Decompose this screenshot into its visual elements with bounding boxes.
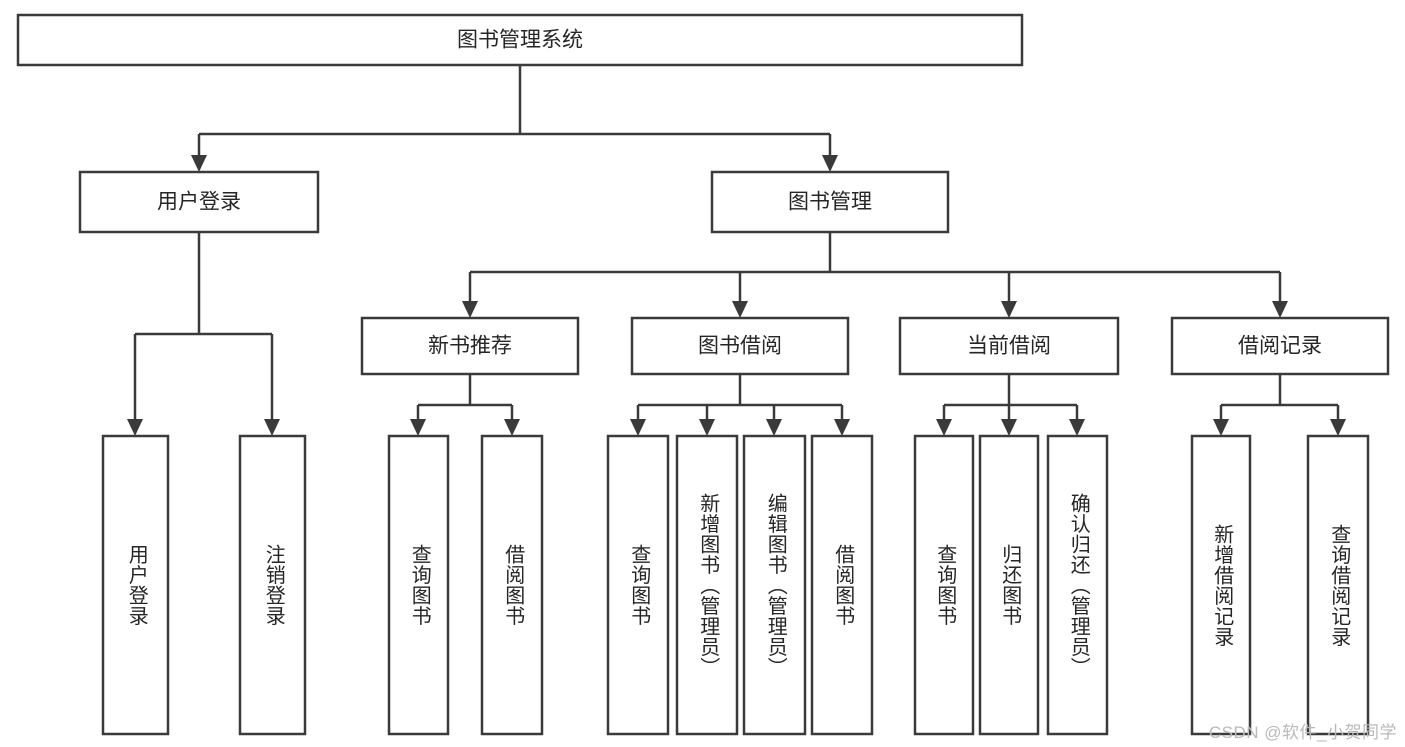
node-new-book-recommend-rect: [360, 316, 580, 376]
node-leaf-borrow-book-2[interactable]: 借阅图书: [810, 434, 874, 736]
group-3-drop-1-arrowhead: [1330, 419, 1346, 436]
node-user-login[interactable]: 用户登录: [78, 170, 320, 234]
connector-layer: [127, 65, 1346, 436]
node-leaf-edit-book-label-holder: 编辑图书（管理员）: [764, 492, 787, 678]
node-leaf-borrow-book-1-label: 借阅图书: [501, 544, 524, 626]
node-leaf-borrow-book-2-label: 借阅图书: [831, 544, 854, 626]
group-3-drop-0-arrowhead: [1213, 419, 1229, 436]
node-leaf-query-book-1-label-holder: 查询图书: [408, 544, 431, 626]
node-leaf-user-login-rect: [101, 434, 170, 736]
group-0-drop-0-arrowhead: [410, 419, 426, 436]
login-drop-1-arrowhead: [264, 419, 280, 436]
node-leaf-query-record-label: 查询借阅记录: [1327, 523, 1350, 647]
node-leaf-confirm-return[interactable]: 确认归还（管理员）: [1046, 434, 1109, 736]
node-leaf-user-logout-label-holder: 注销登录: [262, 544, 285, 626]
node-borrow-record[interactable]: 借阅记录: [1170, 316, 1390, 376]
node-leaf-return-book-rect: [978, 434, 1040, 736]
root-drop-1-arrowhead: [822, 155, 838, 172]
node-user-login-rect: [78, 170, 320, 234]
node-leaf-edit-book-label: 编辑图书（管理员）: [764, 492, 787, 678]
node-leaf-borrow-book-1-rect: [480, 434, 544, 736]
group-1-drop-3-arrowhead: [834, 419, 850, 436]
node-current-borrow-rect: [898, 316, 1120, 376]
node-leaf-query-record-rect: [1306, 434, 1370, 736]
root-drop-0-arrowhead: [191, 155, 207, 172]
node-borrow-record-label: 借阅记录: [1238, 335, 1322, 358]
node-current-borrow-label: 当前借阅: [967, 335, 1051, 358]
node-leaf-query-book-3[interactable]: 查询图书: [913, 434, 975, 736]
node-user-login-label: 用户登录: [157, 191, 241, 214]
node-new-book-recommend-label: 新书推荐: [428, 335, 512, 358]
node-leaf-query-book-2-label: 查询图书: [627, 544, 650, 626]
node-layer: 图书管理系统用户登录图书管理新书推荐图书借阅当前借阅借阅记录用户登录注销登录查询…: [16, 13, 1390, 736]
manage-drop-3-arrowhead: [1272, 301, 1288, 318]
node-leaf-confirm-return-label: 确认归还（管理员）: [1067, 492, 1090, 678]
node-leaf-user-logout[interactable]: 注销登录: [238, 434, 307, 736]
node-leaf-edit-book[interactable]: 编辑图书（管理员）: [742, 434, 807, 736]
node-leaf-user-logout-rect: [238, 434, 307, 736]
node-leaf-query-record[interactable]: 查询借阅记录: [1306, 434, 1370, 736]
node-root-system-rect: [16, 13, 1024, 67]
node-leaf-borrow-book-2-label-holder: 借阅图书: [831, 544, 854, 626]
node-leaf-query-book-2-rect: [606, 434, 670, 736]
node-leaf-add-record-label-holder: 新增借阅记录: [1210, 523, 1233, 647]
node-leaf-add-book-rect: [675, 434, 739, 736]
node-leaf-return-book-label-holder: 归还图书: [998, 544, 1021, 626]
manage-drop-2-arrowhead: [1001, 301, 1017, 318]
node-book-borrow[interactable]: 图书借阅: [630, 316, 850, 376]
node-root-system-label: 图书管理系统: [457, 29, 583, 52]
node-root-system[interactable]: 图书管理系统: [16, 13, 1024, 67]
node-leaf-user-login[interactable]: 用户登录: [101, 434, 170, 736]
node-leaf-add-book-label-holder: 新增图书（管理员）: [696, 492, 719, 678]
node-leaf-query-record-label-holder: 查询借阅记录: [1327, 523, 1350, 647]
node-borrow-record-rect: [1170, 316, 1390, 376]
node-leaf-edit-book-rect: [742, 434, 807, 736]
node-leaf-borrow-book-1[interactable]: 借阅图书: [480, 434, 544, 736]
node-leaf-add-record-label: 新增借阅记录: [1210, 523, 1233, 647]
manage-drop-0-arrowhead: [462, 301, 478, 318]
node-leaf-user-login-label-holder: 用户登录: [125, 544, 148, 626]
node-leaf-query-book-2-label-holder: 查询图书: [627, 544, 650, 626]
login-drop-0-arrowhead: [127, 419, 143, 436]
node-leaf-confirm-return-label-holder: 确认归还（管理员）: [1067, 492, 1090, 678]
node-book-borrow-label: 图书借阅: [698, 335, 782, 358]
node-leaf-return-book-label: 归还图书: [998, 544, 1021, 626]
node-leaf-query-book-1-rect: [387, 434, 450, 736]
node-leaf-confirm-return-rect: [1046, 434, 1109, 736]
node-book-manage[interactable]: 图书管理: [710, 170, 950, 234]
group-2-drop-2-arrowhead: [1069, 419, 1085, 436]
group-1-drop-1-arrowhead: [699, 419, 715, 436]
node-leaf-add-book[interactable]: 新增图书（管理员）: [675, 434, 739, 736]
node-leaf-user-login-label: 用户登录: [125, 544, 148, 626]
node-leaf-query-book-2[interactable]: 查询图书: [606, 434, 670, 736]
node-leaf-add-record-rect: [1190, 434, 1252, 736]
node-leaf-return-book[interactable]: 归还图书: [978, 434, 1040, 736]
node-leaf-add-record[interactable]: 新增借阅记录: [1190, 434, 1252, 736]
manage-drop-1-arrowhead: [732, 301, 748, 318]
node-book-manage-label: 图书管理: [788, 191, 872, 214]
group-1-drop-0-arrowhead: [630, 419, 646, 436]
node-leaf-borrow-book-2-rect: [810, 434, 874, 736]
group-2-drop-0-arrowhead: [936, 419, 952, 436]
node-book-borrow-rect: [630, 316, 850, 376]
group-1-drop-2-arrowhead: [766, 419, 782, 436]
node-new-book-recommend[interactable]: 新书推荐: [360, 316, 580, 376]
node-leaf-query-book-1-label: 查询图书: [408, 544, 431, 626]
node-current-borrow[interactable]: 当前借阅: [898, 316, 1120, 376]
node-book-manage-rect: [710, 170, 950, 234]
node-leaf-query-book-3-label-holder: 查询图书: [933, 544, 956, 626]
node-leaf-borrow-book-1-label-holder: 借阅图书: [501, 544, 524, 626]
node-leaf-add-book-label: 新增图书（管理员）: [696, 492, 719, 678]
node-leaf-user-logout-label: 注销登录: [262, 544, 285, 626]
node-leaf-query-book-3-label: 查询图书: [933, 544, 956, 626]
group-2-drop-1-arrowhead: [1001, 419, 1017, 436]
group-0-drop-1-arrowhead: [504, 419, 520, 436]
node-leaf-query-book-3-rect: [913, 434, 975, 736]
node-leaf-query-book-1[interactable]: 查询图书: [387, 434, 450, 736]
